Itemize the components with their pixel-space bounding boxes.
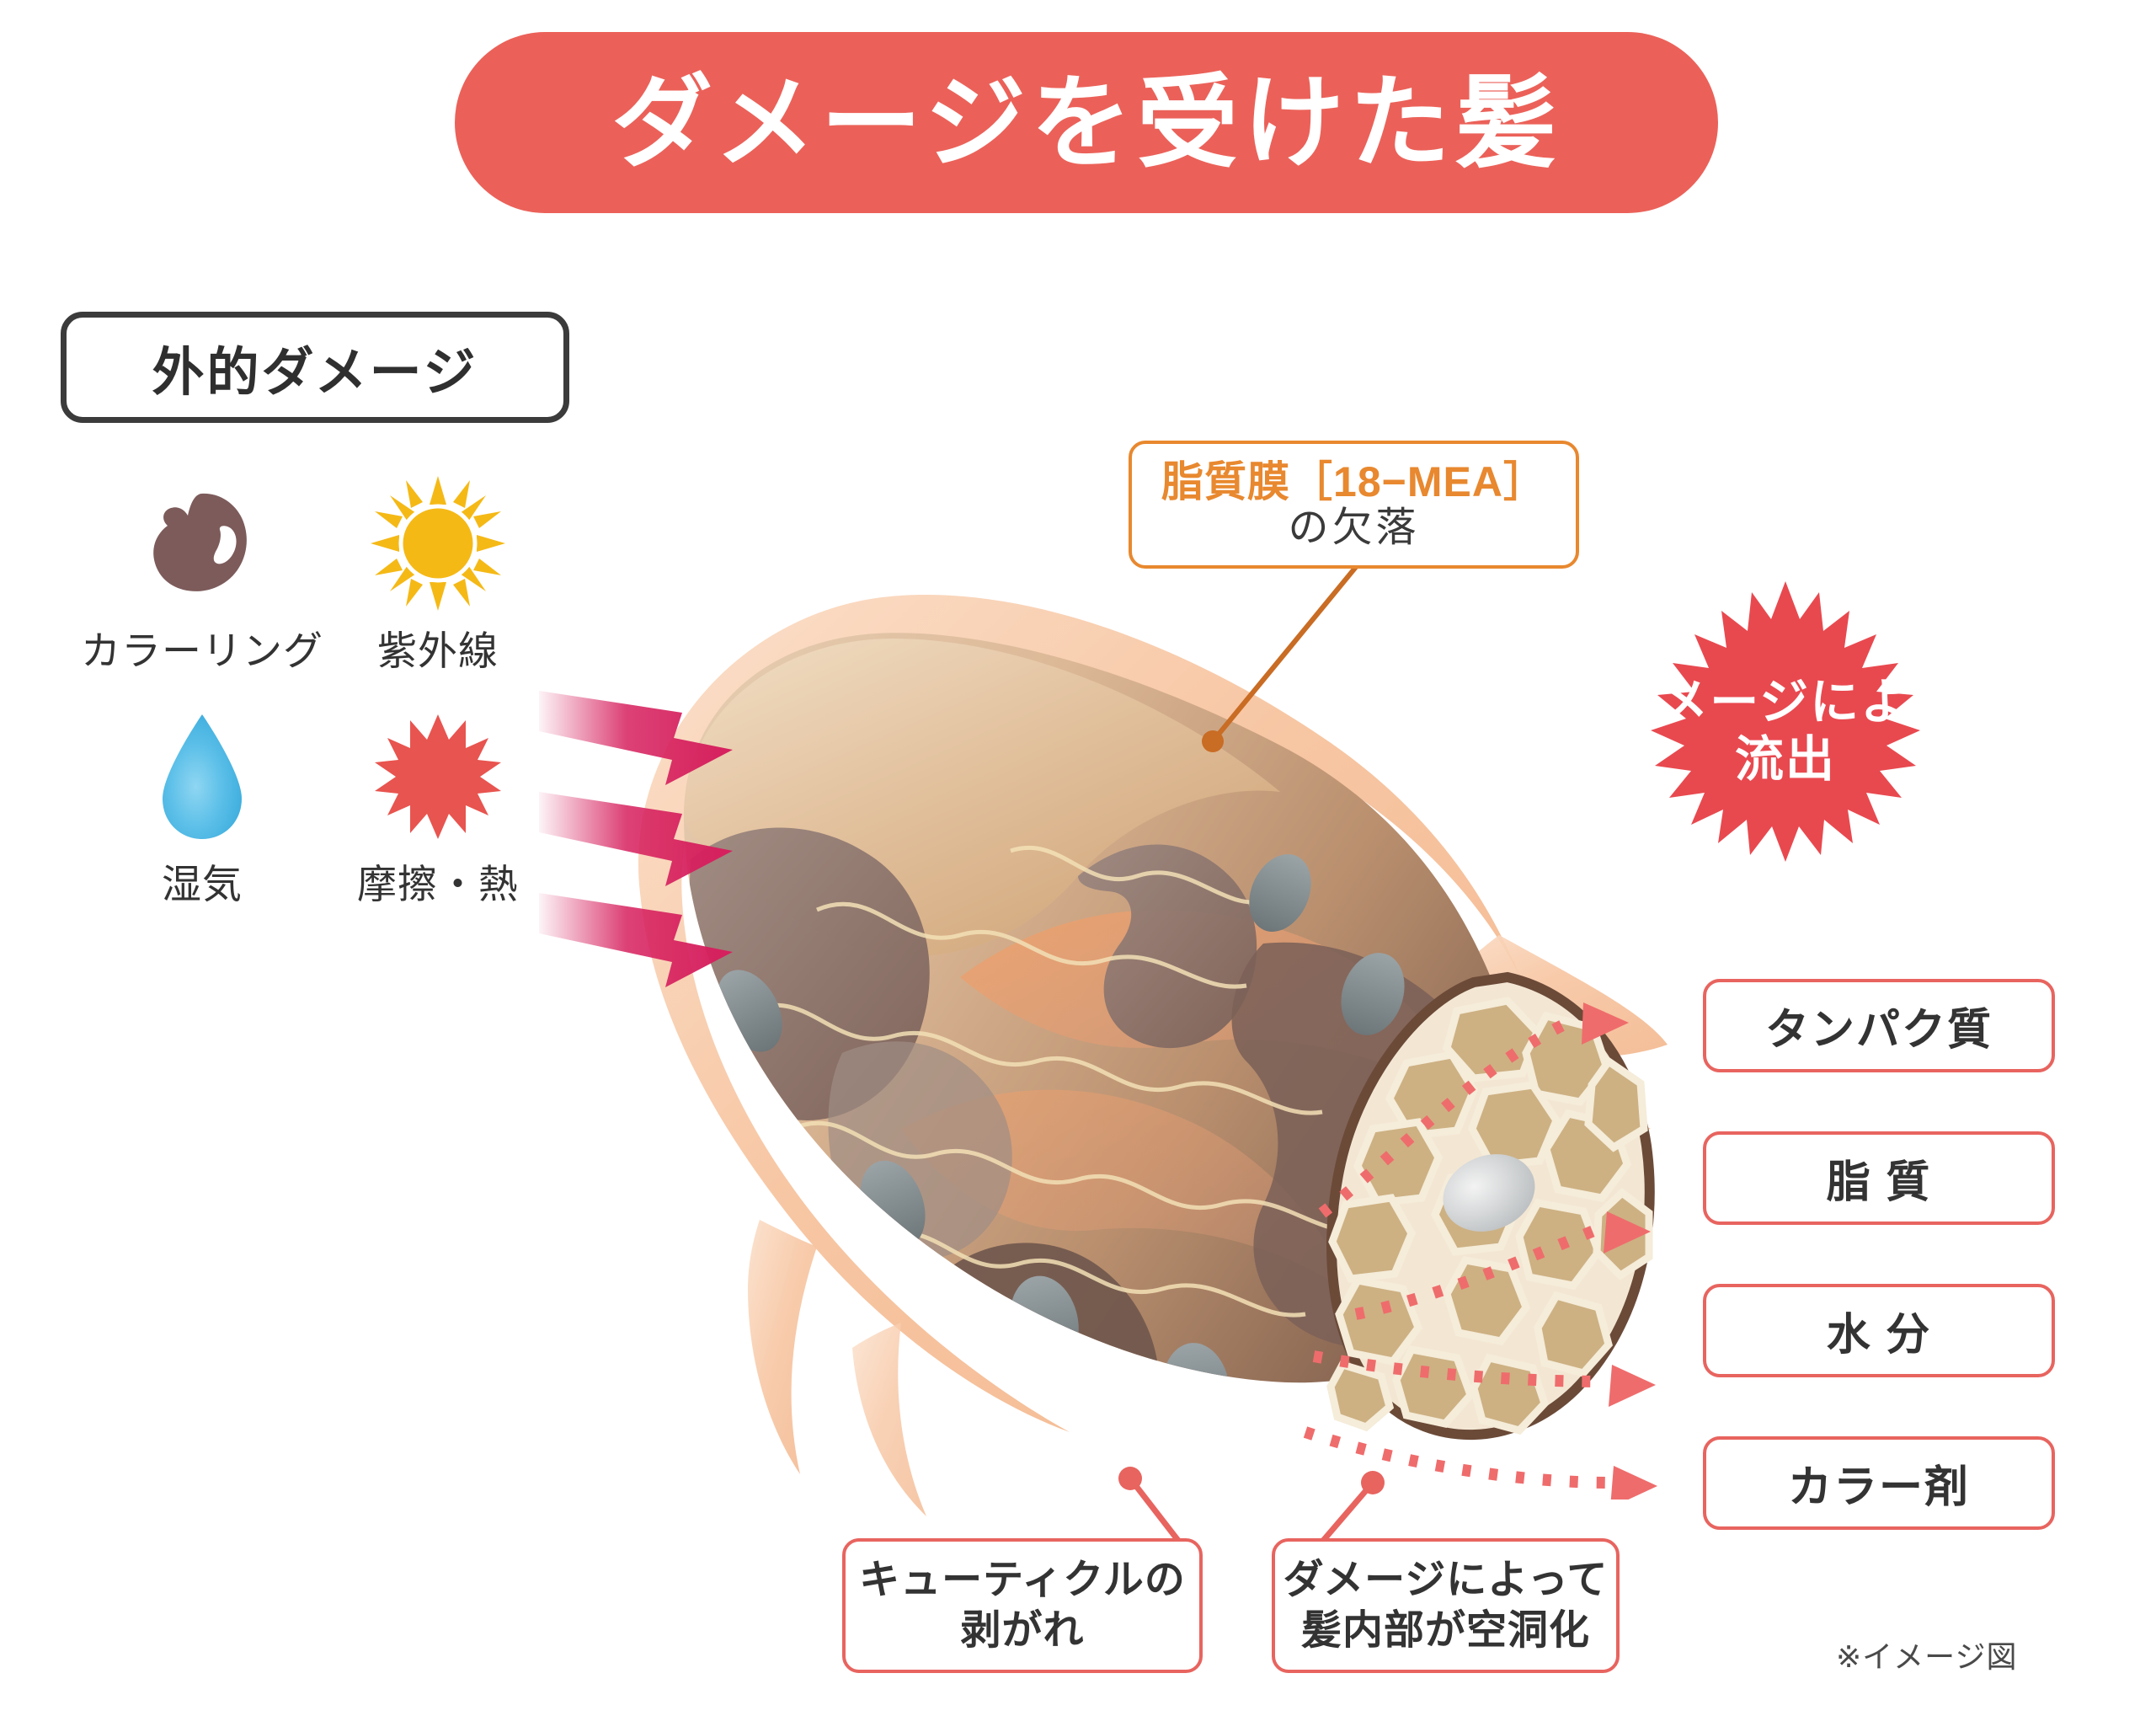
nutrient-label-lipid: 脂 質: [1703, 1131, 2055, 1225]
cuticle-peeling-line2: 剥がれ: [960, 1608, 1085, 1653]
water-droplet-icon: [156, 705, 248, 848]
damage-arrows: [539, 691, 733, 987]
damage-item-humidity: 湿気: [84, 705, 320, 910]
nutrient-outflow-arrows: [1303, 1002, 1657, 1499]
mea-callout-line2: の欠落: [1288, 505, 1420, 551]
cuticle-peeling-line1: キューティクルの: [859, 1558, 1186, 1602]
cuticle-peeling-callout: キューティクルの 剥がれ: [842, 1538, 1203, 1673]
nutrient-label-protein: タンパク質: [1703, 979, 2055, 1072]
page-title-banner: ダメージを受けた髪: [455, 32, 1718, 213]
hair-shaft-illustration: [539, 595, 1668, 1516]
damage-item-coloring: カラーリング: [81, 472, 323, 676]
hollow-interior-line2: 髪内部が空洞化: [1300, 1608, 1590, 1653]
nutrient-label-color-agent: カラー剤: [1703, 1436, 2055, 1530]
arrow-heads: [1582, 1002, 1657, 1499]
external-damage-heading: 外的ダメージ: [152, 344, 478, 402]
nutrient-label-text: 脂 質: [1826, 1158, 1932, 1207]
page-title: ダメージを受けた髪: [611, 66, 1561, 179]
damage-label: カラーリング: [81, 628, 323, 673]
damage-item-friction-heat: 摩擦・熱: [320, 705, 556, 910]
damage-outflow-burst: [1651, 581, 1920, 862]
damage-row-top: カラーリング: [81, 472, 556, 676]
medulla-oval: [1443, 1154, 1535, 1232]
sun-icon: [371, 472, 505, 615]
nutrient-label-moisture: 水 分: [1703, 1284, 2055, 1377]
bottom-leader-lines: [1118, 1467, 1385, 1544]
external-damage-heading-box: 外的ダメージ: [61, 312, 569, 423]
external-damage-icon-grid: カラーリング: [81, 472, 556, 910]
damage-label: 紫外線: [377, 628, 499, 673]
hair-dye-blob-icon: [139, 472, 265, 615]
nutrient-label-text: 水 分: [1826, 1311, 1932, 1360]
footnote-image-disclaimer: ※イメージ図: [1836, 1639, 2018, 1674]
heat-starburst-icon: [371, 705, 505, 848]
damage-label: 摩擦・熱: [357, 862, 519, 906]
mea-deficiency-callout: 脂質膜［18−MEA］ の欠落: [1129, 441, 1579, 569]
mea-leader-line: [1202, 565, 1358, 752]
damage-row-bottom: 湿気 摩擦・熱: [84, 705, 556, 910]
cuticle-edge-tips: [717, 854, 1492, 1383]
nutrient-label-text: タンパク質: [1764, 1006, 1993, 1055]
damage-item-uv: 紫外線: [320, 472, 556, 676]
hollow-interior-callout: ダメージによって 髪内部が空洞化: [1272, 1538, 1620, 1673]
hollow-interior-line1: ダメージによって: [1283, 1558, 1609, 1602]
mea-callout-line1: 脂質膜［18−MEA］: [1161, 458, 1546, 506]
damage-label: 湿気: [162, 862, 243, 906]
nutrient-label-text: カラー剤: [1787, 1463, 1970, 1512]
